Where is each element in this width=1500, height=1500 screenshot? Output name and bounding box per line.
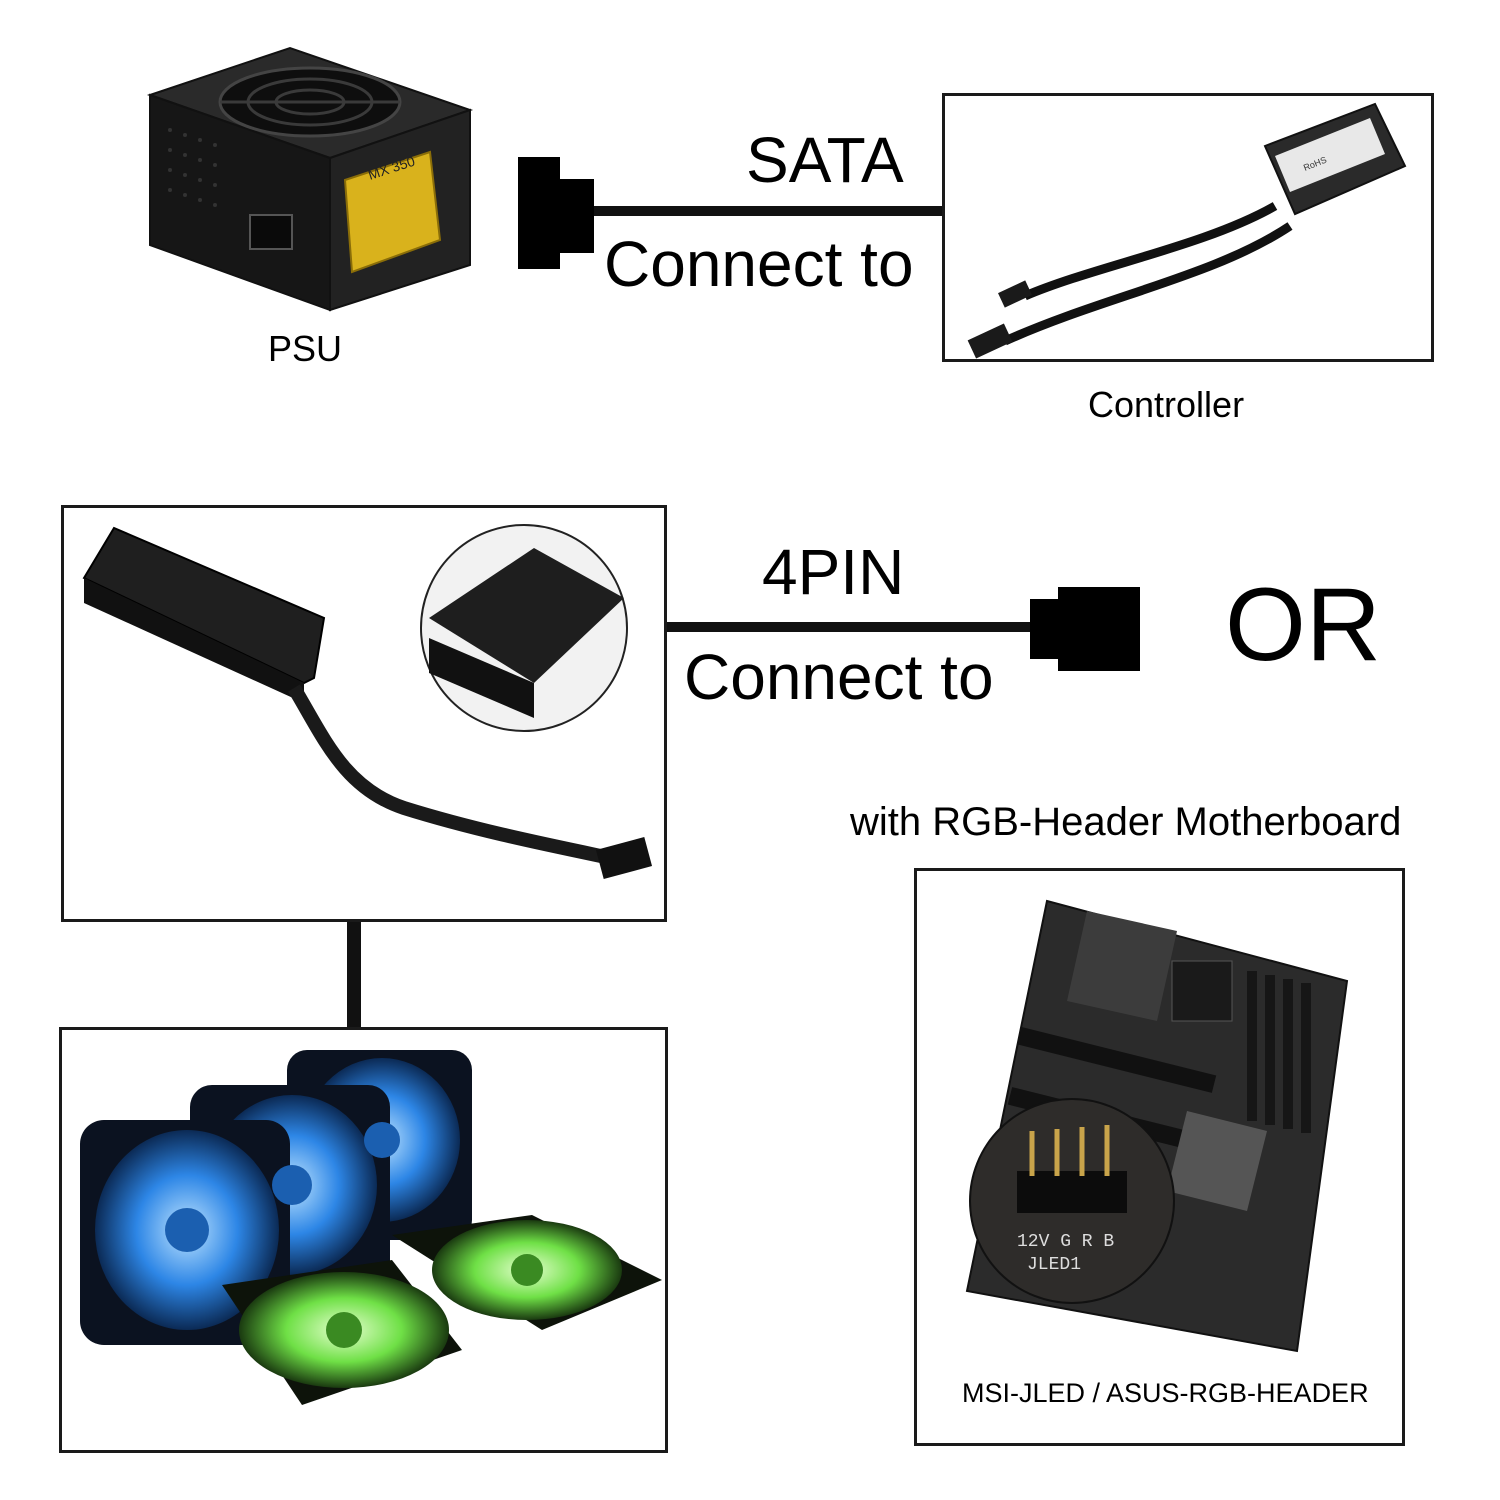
4pin-cable-line (667, 622, 1037, 632)
header-name-text: JLED1 (1027, 1255, 1081, 1275)
psu-image: MX 350 (140, 40, 480, 315)
sata-cable-line (594, 206, 944, 216)
4pin-label: 4PIN (762, 536, 905, 608)
sata-connector-icon (518, 157, 594, 269)
controller-image: RoHS (967, 102, 1407, 359)
sata-label: SATA (746, 124, 904, 196)
4pin-connector-icon (1030, 587, 1140, 671)
controller-frame: RoHS (942, 93, 1434, 362)
header-pins-text: 12V G R B (1017, 1232, 1114, 1252)
psu-label: PSU (268, 328, 343, 369)
motherboard-frame: 12V G R B JLED1 (914, 868, 1405, 1446)
rgb-fans-image (80, 1050, 662, 1405)
4pin-connect-to-text: Connect to (684, 641, 994, 713)
or-text: OR (1225, 567, 1381, 683)
fans-frame (59, 1027, 668, 1453)
motherboard-caption: with RGB-Header Motherboard (850, 800, 1402, 844)
sata-connect-to-text: Connect to (604, 228, 914, 300)
hub-frame (61, 505, 667, 922)
motherboard-image: 12V G R B JLED1 (965, 899, 1349, 1353)
motherboard-bottom-label: MSI-JLED / ASUS-RGB-HEADER (962, 1378, 1369, 1408)
hub-to-fans-line (347, 922, 361, 1027)
controller-label: Controller (1088, 384, 1245, 425)
hub-image (82, 524, 653, 879)
